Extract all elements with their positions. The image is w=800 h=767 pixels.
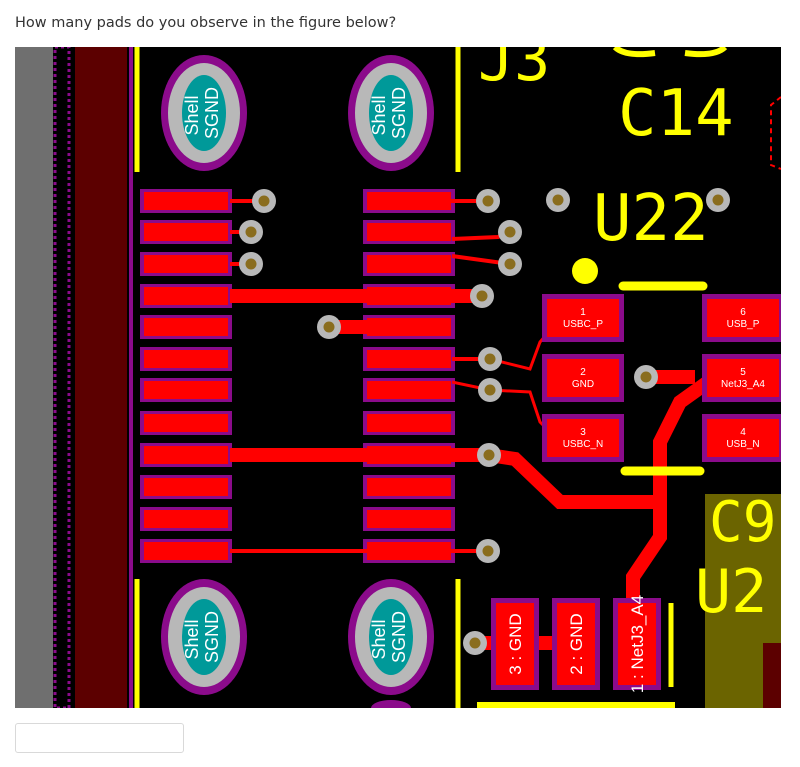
shell-pad-top-left: Shell SGND <box>161 55 247 171</box>
silk-pin1-marker <box>572 258 598 284</box>
shell-label-1: Shell <box>182 619 202 659</box>
vertical-pad-3: 3 : GND <box>491 598 539 690</box>
svg-text:Shell SGND: Shell SGND <box>369 87 409 139</box>
pcb-figure: Shell SGND Shell SGND Shell SGND Shell S… <box>15 47 781 708</box>
u22-pad-net: USBC_P <box>563 319 603 330</box>
designator-u-partial: U2 <box>695 557 767 627</box>
vias <box>239 188 730 655</box>
vertical-pad-2: 2 : GND <box>552 598 600 690</box>
shell-pad-partial <box>371 700 411 708</box>
vertical-pad-label: 3 : GND <box>506 613 525 674</box>
u22-pad-number: 2 <box>580 367 586 378</box>
svg-text:Shell SGND: Shell SGND <box>369 611 409 663</box>
shell-pad-top-right: Shell SGND <box>348 55 434 171</box>
u22-pad-net: USB_P <box>727 319 760 330</box>
designator-j3: J3 <box>478 47 550 95</box>
silk-top-arcs <box>612 47 728 58</box>
shell-pad-bottom-left: Shell SGND <box>161 579 247 695</box>
designator-u22: U22 <box>593 182 709 256</box>
component-pad-partial <box>763 643 781 708</box>
connector-pad-column-left <box>140 189 232 563</box>
u22-pad-net: GND <box>572 379 594 390</box>
answer-input[interactable] <box>15 723 184 753</box>
question-text: How many pads do you observe in the figu… <box>15 15 397 31</box>
u22-pad-number: 1 <box>580 307 586 318</box>
shell-label-2: SGND <box>202 87 222 139</box>
u22-pad-number: 4 <box>740 427 746 438</box>
shell-label-1: Shell <box>182 95 202 135</box>
shell-label-2: SGND <box>389 611 409 663</box>
svg-text:Shell SGND: Shell SGND <box>182 611 222 663</box>
shell-label-1: Shell <box>369 619 389 659</box>
u22-pad-number: 3 <box>580 427 586 438</box>
u22-pad-net: USBC_N <box>563 439 604 450</box>
vertical-pad-group: 3 : GND 2 : GND 1 : NetJ3_A4 <box>491 595 661 693</box>
shell-label-2: SGND <box>389 87 409 139</box>
vertical-pad-label: 2 : GND <box>567 613 586 674</box>
u22-pad-number: 6 <box>740 307 746 318</box>
svg-text:Shell SGND: Shell SGND <box>182 87 222 139</box>
designator-c-partial: C9 <box>709 490 776 555</box>
board-edge-gap <box>53 47 71 708</box>
u22-pad-net: NetJ3_A4 <box>721 379 765 390</box>
shell-label-1: Shell <box>369 95 389 135</box>
u22-pad-net: USB_N <box>726 439 759 450</box>
traces <box>230 199 720 650</box>
board-keepout-strip <box>15 47 53 708</box>
board-edge-copper <box>75 47 127 708</box>
keepout-outline <box>770 96 781 170</box>
vertical-pad-1: 1 : NetJ3_A4 <box>613 595 661 693</box>
shell-pad-bottom-right: Shell SGND <box>348 579 434 695</box>
connector-pad-column-right <box>363 189 455 563</box>
designator-c14: C14 <box>618 77 734 151</box>
u22-pad-number: 5 <box>740 367 746 378</box>
shell-label-2: SGND <box>202 611 222 663</box>
board-edge-hatch <box>53 47 71 708</box>
vertical-pad-label: 1 : NetJ3_A4 <box>628 595 647 693</box>
